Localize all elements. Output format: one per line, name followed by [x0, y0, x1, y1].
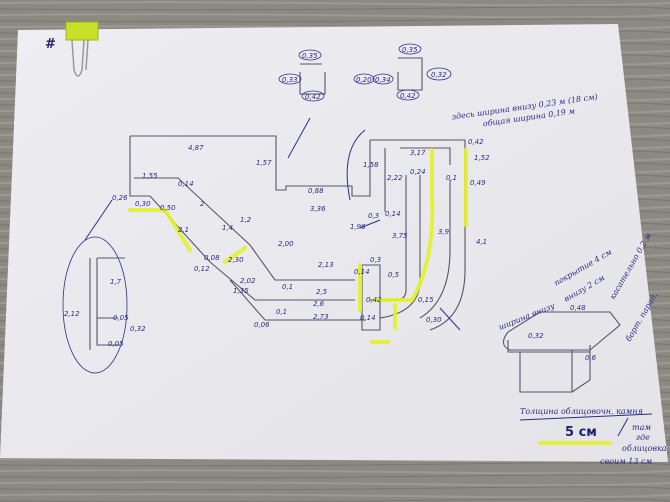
dim-label: 0,42 [305, 93, 321, 101]
dim-label: 0,3 [370, 256, 381, 264]
page-mark: # [45, 37, 56, 52]
dim-label: 0,42 [468, 138, 484, 146]
dim-label: 5 см [565, 425, 597, 440]
dim-label: 2,6 [313, 300, 325, 308]
dim-label: 0,42 [400, 92, 416, 100]
dim-label: облицовка [622, 444, 667, 453]
dim-label: 0,12 [194, 265, 210, 273]
dim-label: 0,08 [204, 254, 220, 262]
dim-label: 0,50 [160, 204, 176, 212]
dim-label: там [632, 423, 651, 432]
dim-label: 3,36 [310, 205, 326, 213]
dim-label: 0,15 [418, 296, 434, 304]
dim-label: 4,1 [476, 238, 487, 246]
dim-label: 1,96 [350, 223, 366, 231]
dim-label: 0,1 [446, 174, 457, 182]
dim-label: 0,1 [276, 308, 287, 316]
dim-label: 1,55 [142, 172, 158, 180]
dim-label: 0,33 [282, 76, 298, 84]
dim-label: 2,1 [178, 226, 189, 234]
section-detail: 2,12 1,7 0,05 0,32 0,05 [62, 236, 146, 374]
dim-label: 0,88 [308, 187, 324, 195]
dim-label: 0,32 [130, 325, 146, 333]
dim-label: 0,32 [528, 332, 544, 340]
paper-sheet [0, 24, 668, 462]
dim-label: 0,14 [354, 268, 370, 276]
dim-label: 0,06 [254, 321, 270, 329]
dim-label: 0,14 [385, 210, 401, 218]
dim-label: 2,22 [387, 174, 403, 182]
dim-label: 2,73 [313, 313, 329, 321]
dim-label: 0,35 [402, 46, 418, 54]
plan-dimension-labels: 4,87 1,57 1,55 0,14 0,26 0,30 0,50 2,1 2… [112, 138, 490, 329]
dim-label: 0,14 [360, 314, 376, 322]
dim-label: 2,12 [64, 310, 80, 318]
dim-label: 0,5 [388, 271, 400, 279]
dim-label: 0,49 [470, 179, 486, 187]
dim-label: 1,4 [222, 224, 233, 232]
dim-label: своим 13 см [600, 457, 652, 466]
dim-label: 1,58 [363, 161, 379, 169]
dim-label: 2,02 [240, 277, 256, 285]
dim-label: 2 [200, 200, 205, 208]
dim-label: 0,20 [356, 76, 372, 84]
binder-clip-icon [65, 21, 99, 77]
dim-label: 0,3 [368, 212, 379, 220]
dim-label: 2,13 [318, 261, 334, 269]
dim-label: 2,30 [228, 256, 244, 264]
dim-label: Толщина облицовочн. камня [520, 407, 643, 416]
dim-label: 1,2 [240, 216, 252, 224]
dim-label: 0,32 [431, 71, 447, 79]
dim-label: 0,30 [426, 316, 442, 324]
dim-label: 1,52 [474, 154, 490, 162]
dim-label: 0,26 [112, 194, 128, 202]
dim-label: 1,35 [233, 287, 249, 295]
dim-label: 2,00 [278, 240, 294, 248]
top-section-sketches: 0,35 0,33 0,42 0,20 0,34 0,35 0,32 0,42 [278, 43, 452, 102]
dim-label: 0,42 [366, 296, 382, 304]
thickness-note: Толщина облицовочн. камня 5 см там где о… [519, 407, 667, 466]
dim-label: 1,7 [110, 278, 122, 286]
dim-label: 0,05 [108, 340, 124, 348]
dim-label: где [636, 433, 650, 442]
dim-label: 0,14 [178, 180, 194, 188]
dim-label: 3,17 [410, 149, 426, 157]
dim-label: 0,30 [135, 200, 151, 208]
dim-label: 1,57 [256, 159, 272, 167]
dim-label: 3,9 [438, 228, 450, 236]
dim-label: 3,75 [392, 232, 408, 240]
dim-label: 2,5 [316, 288, 328, 296]
plan-drawing [84, 117, 468, 344]
dim-label: 0,34 [375, 76, 391, 84]
dim-label: 0,24 [410, 168, 426, 176]
dim-label: 0,35 [302, 52, 318, 60]
dim-label: 0,48 [570, 304, 586, 312]
dim-label: 0,05 [113, 314, 129, 322]
dim-label: 0,6 [585, 354, 597, 362]
dim-label: 0,1 [282, 283, 293, 291]
dim-label: 4,87 [188, 144, 204, 152]
